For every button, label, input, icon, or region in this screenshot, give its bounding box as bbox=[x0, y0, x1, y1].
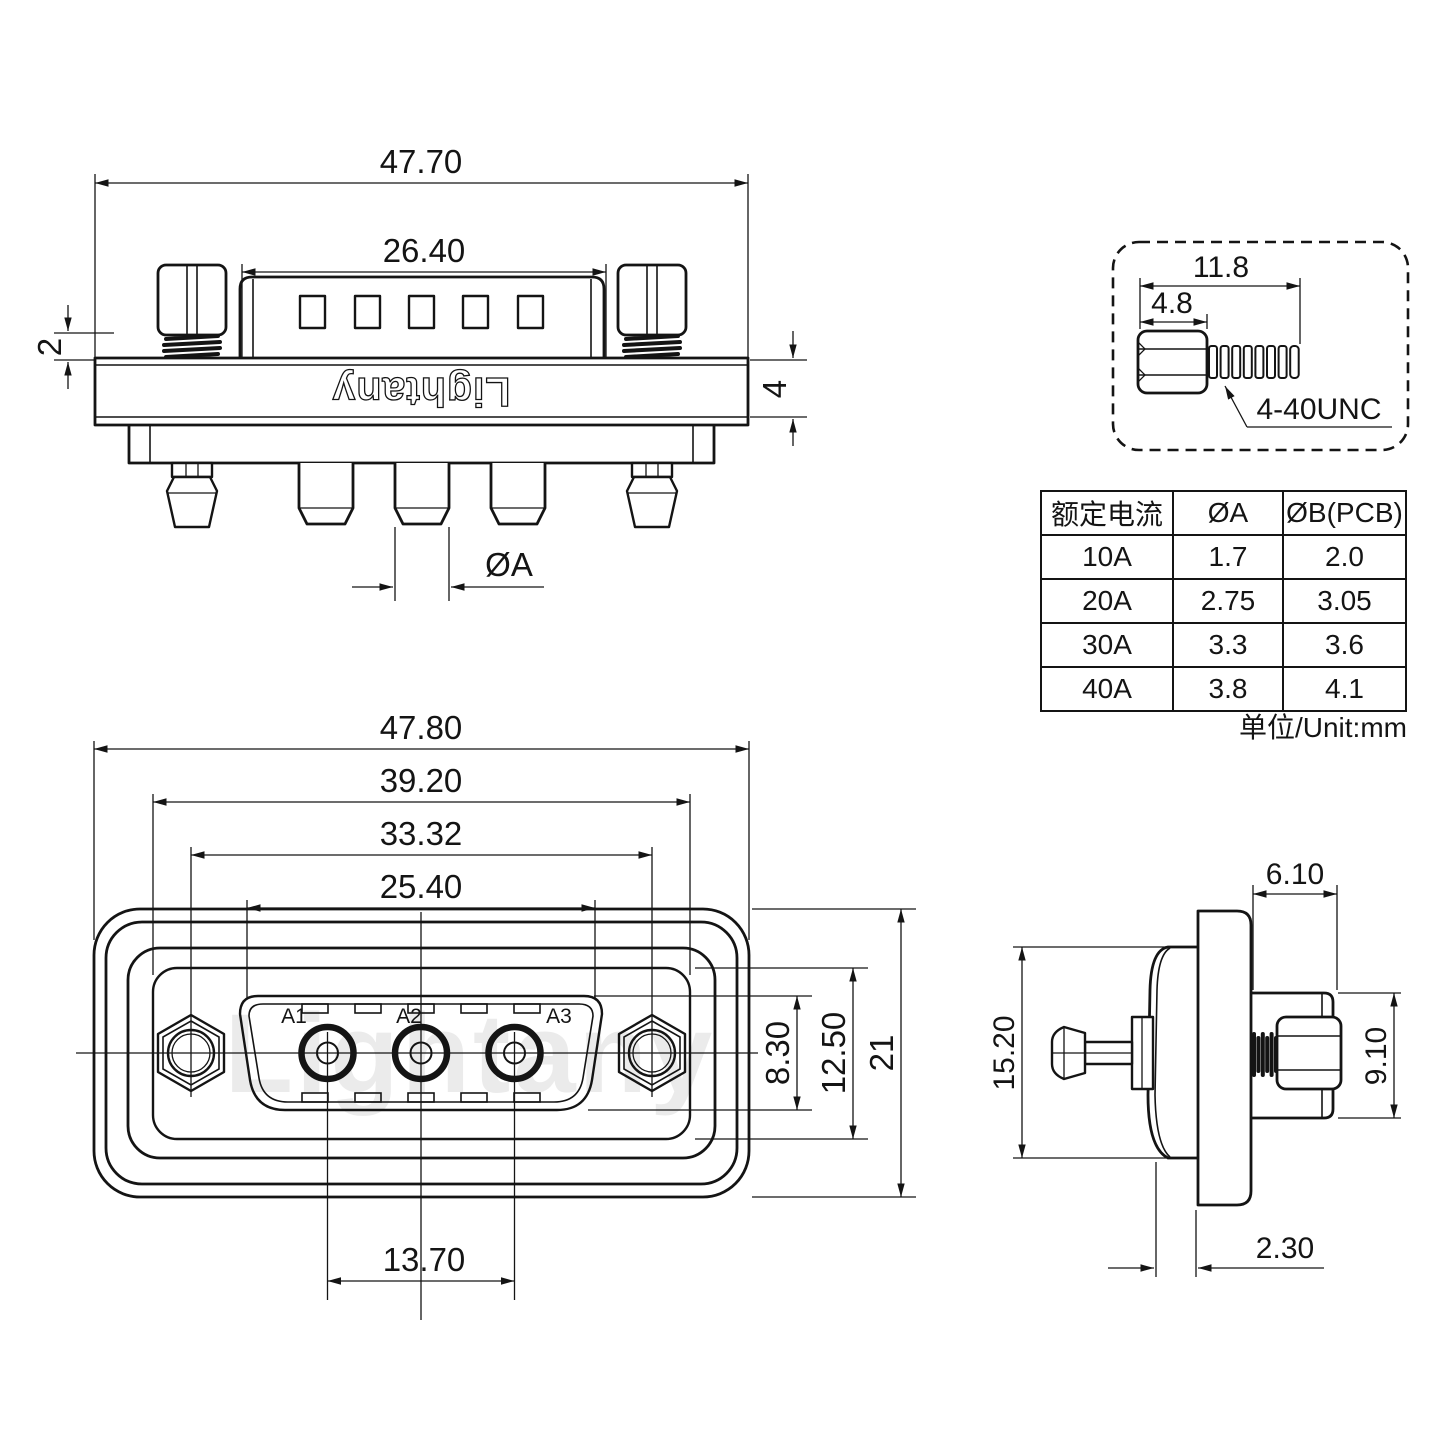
side-screw bbox=[1252, 1015, 1343, 1091]
dim-insert-height: 8.30 bbox=[588, 995, 812, 1111]
lower-housing-top bbox=[127, 425, 716, 465]
cell-dia-a: 3.8 bbox=[1172, 666, 1284, 712]
press-fit-peg-left bbox=[165, 461, 219, 529]
pin-label-a3: A3 bbox=[546, 1005, 572, 1028]
dim-text-910: 9.10 bbox=[1360, 1027, 1393, 1085]
cell-dia-a: 1.7 bbox=[1172, 534, 1284, 580]
cell-dia-b: 3.6 bbox=[1282, 622, 1407, 668]
contact-window bbox=[298, 294, 327, 330]
side-view: 6.10 9.10 15.20 2.30 bbox=[988, 858, 1401, 1277]
pin-label-a2: A2 bbox=[396, 1005, 422, 1028]
top-view: 47.70 26.40 bbox=[31, 143, 807, 601]
header-dia-a: ØA bbox=[1172, 490, 1284, 536]
brand-logo-top: Lightany bbox=[332, 369, 511, 415]
current-rating-table: 额定电流 ØA ØB(PCB) 10A 1.7 2.0 20A 2.75 3.0… bbox=[1040, 490, 1407, 712]
dim-front-panel-width: 39.20 bbox=[152, 762, 691, 975]
dim-contact-spacing: 13.70 bbox=[327, 1241, 515, 1285]
dim-text-21: 21 bbox=[863, 1035, 900, 1072]
dim-text-phiA: ØA bbox=[485, 546, 533, 583]
table-row: 20A 2.75 3.05 bbox=[1040, 578, 1407, 624]
header-rated-current: 额定电流 bbox=[1040, 490, 1174, 536]
screw-threads bbox=[1208, 345, 1300, 379]
cell-dia-b: 4.1 bbox=[1282, 666, 1407, 712]
press-fit-peg-right bbox=[625, 461, 679, 529]
flange-top: Lightany bbox=[93, 356, 750, 427]
table-row: 30A 3.3 3.6 bbox=[1040, 622, 1407, 668]
side-molded-body bbox=[1146, 945, 1198, 1160]
table-row: 10A 1.7 2.0 bbox=[1040, 534, 1407, 580]
dim-pin-diameter: ØA bbox=[352, 527, 544, 601]
header-dia-b: ØB(PCB) bbox=[1282, 490, 1407, 536]
connector-body-top bbox=[238, 275, 606, 358]
dim-text-610: 6.10 bbox=[1266, 858, 1324, 891]
jack-screw-left bbox=[156, 263, 228, 359]
dim-text-48: 4.8 bbox=[1151, 287, 1193, 320]
cell-dia-b: 2.0 bbox=[1282, 534, 1407, 580]
cell-dia-b: 3.05 bbox=[1282, 578, 1407, 624]
dim-standoff-gap: 2 bbox=[31, 305, 114, 389]
dim-top-overall-width: 47.70 bbox=[94, 143, 749, 358]
dim-screw-head-length: 4.8 bbox=[1140, 287, 1208, 329]
dim-text-118: 11.8 bbox=[1193, 251, 1249, 284]
thread-spec-text: 4-40UNC bbox=[1256, 393, 1381, 426]
dim-text-1520: 15.20 bbox=[988, 1015, 1021, 1090]
dim-text-830: 8.30 bbox=[759, 1021, 796, 1085]
dim-edge-offset: 2.30 bbox=[1108, 1162, 1324, 1277]
dim-overall-height: 21 bbox=[752, 908, 916, 1198]
dim-panel-height: 12.50 bbox=[695, 967, 868, 1140]
unit-note: 单位/Unit:mm bbox=[1238, 712, 1407, 743]
dim-body-height: 15.20 bbox=[988, 946, 1166, 1159]
dim-shell-height: 9.10 bbox=[1338, 992, 1401, 1119]
dim-front-insert-width: 25.40 bbox=[246, 868, 596, 998]
dim-text-3920: 39.20 bbox=[380, 762, 463, 799]
dim-shell-depth: 6.10 bbox=[1252, 858, 1338, 990]
dim-text-4: 4 bbox=[756, 380, 793, 398]
table-header-row: 额定电流 ØA ØB(PCB) bbox=[1040, 490, 1407, 536]
dim-front-mount-spacing: 33.32 bbox=[190, 815, 653, 1097]
side-flange bbox=[1196, 909, 1253, 1207]
dim-flange-thickness: 4 bbox=[750, 331, 807, 446]
front-view: 47.80 39.20 33.32 25.40 Lightany bbox=[76, 709, 916, 1320]
dim-text-230: 2.30 bbox=[1256, 1232, 1314, 1265]
thread-spec-callout: 4-40UNC bbox=[1224, 385, 1392, 428]
contact-window bbox=[461, 294, 490, 330]
detail-boundary-box bbox=[1111, 240, 1410, 452]
cell-current: 20A bbox=[1040, 578, 1174, 624]
dim-front-overall-width: 47.80 bbox=[93, 709, 750, 940]
contact-window bbox=[407, 294, 436, 330]
power-pins-top bbox=[297, 463, 547, 526]
cell-current: 30A bbox=[1040, 622, 1174, 668]
dim-top-body-width: 26.40 bbox=[241, 232, 607, 358]
dim-text-2: 2 bbox=[31, 338, 68, 356]
pin-label-a1: A1 bbox=[281, 1005, 307, 1028]
cell-current: 40A bbox=[1040, 666, 1174, 712]
cell-current: 10A bbox=[1040, 534, 1174, 580]
screw-drawing bbox=[1136, 329, 1300, 395]
cell-dia-a: 2.75 bbox=[1172, 578, 1284, 624]
cell-dia-a: 3.3 bbox=[1172, 622, 1284, 668]
contact-window bbox=[353, 294, 382, 330]
dim-text-3332: 33.32 bbox=[380, 815, 463, 852]
table-row: 40A 3.8 4.1 bbox=[1040, 666, 1407, 712]
dim-text-1250: 12.50 bbox=[815, 1012, 852, 1095]
contact-window bbox=[516, 294, 545, 330]
jack-screw-right bbox=[616, 263, 688, 359]
dim-text-4780: 47.80 bbox=[380, 709, 463, 746]
dim-text-1370: 13.70 bbox=[383, 1241, 466, 1278]
dim-text-4770: 47.70 bbox=[380, 143, 463, 180]
dim-text-2540: 25.40 bbox=[380, 868, 463, 905]
dim-text-2640: 26.40 bbox=[383, 232, 466, 269]
screw-detail-view: 11.8 4.8 bbox=[1111, 240, 1410, 452]
side-press-pin bbox=[1050, 1015, 1155, 1091]
